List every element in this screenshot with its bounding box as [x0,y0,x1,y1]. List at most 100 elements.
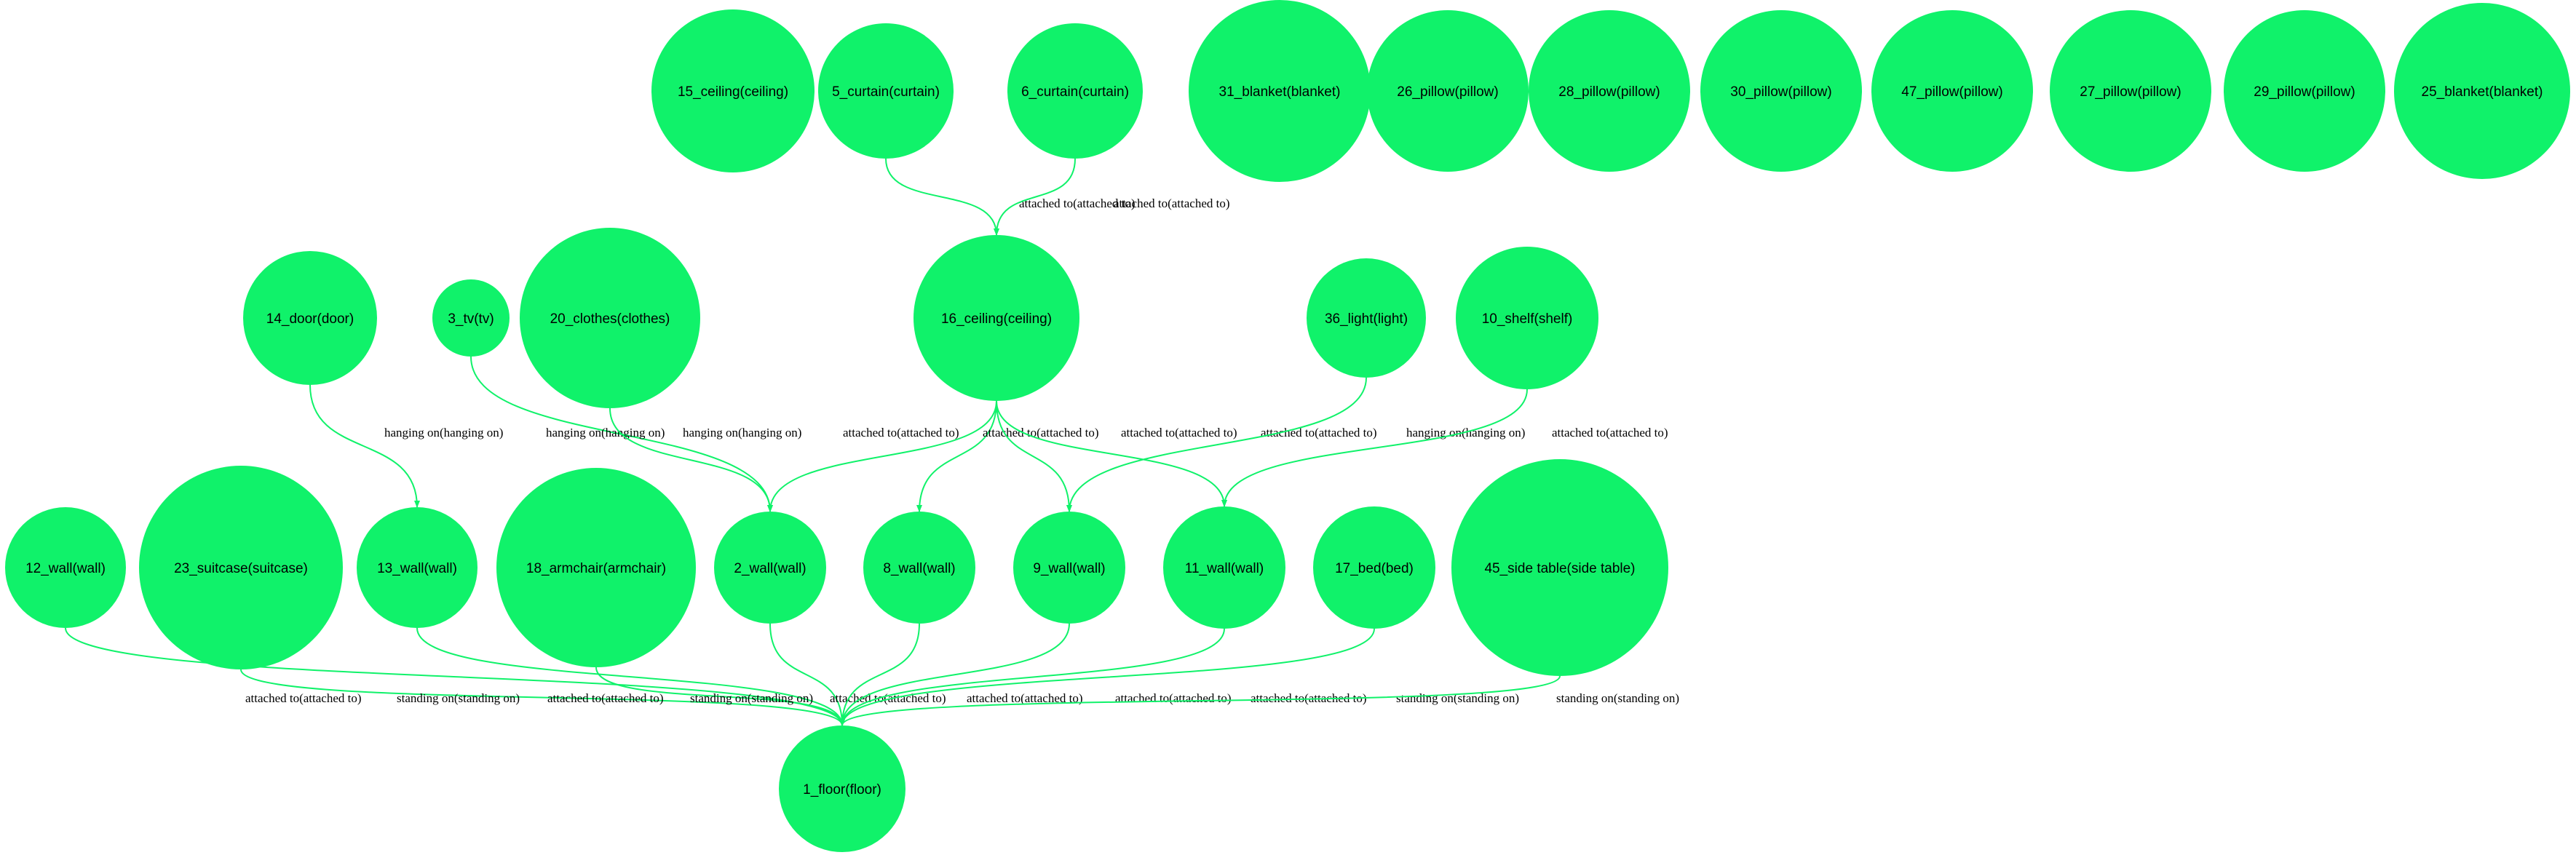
edge-6-to-16: attached to(attached to) [994,158,1230,236]
node-label: 13_wall(wall) [377,561,457,576]
node-label: 9_wall(wall) [1033,561,1105,576]
node-label: 25_blanket(blanket) [2422,84,2543,100]
edge-45-to-1: standing on(standing on) [839,675,1679,726]
node-30-pillow-pillow: 30_pillow(pillow) [1700,10,1862,172]
edge-label: attached to(attached to) [830,691,946,705]
node-13-wall-wall: 13_wall(wall) [357,507,477,628]
node-circle [2394,3,2570,179]
edge-line [839,628,1375,726]
edge-label: standing on(standing on) [397,691,520,705]
edge-label: attached to(attached to) [245,691,362,705]
edge-17-to-1: standing on(standing on) [839,628,1519,726]
edges-layer: attached to(attached to)attached to(atta… [65,158,1679,726]
node-label: 12_wall(wall) [25,561,106,576]
edge-23-to-1: standing on(standing on) [240,669,845,726]
node-circle [496,468,696,667]
node-3-tv-tv: 3_tv(tv) [432,279,510,357]
node-label: 31_blanket(blanket) [1219,84,1341,100]
edge-label: attached to(attached to) [1261,426,1377,440]
node-label: 45_side table(side table) [1484,561,1635,576]
node-circle [914,235,1079,401]
node-label: 27_pillow(pillow) [2080,84,2181,100]
edge-line [470,356,773,512]
node-label: 16_ceiling(ceiling) [941,311,1052,327]
edge-line [416,627,845,726]
edge-line [1066,377,1367,512]
edge-label: attached to(attached to) [967,691,1083,705]
edge-label: standing on(standing on) [1396,691,1519,705]
node-circle [1456,247,1598,389]
node-28-pillow-pillow: 28_pillow(pillow) [1529,10,1690,172]
edge-line [994,158,1076,236]
node-label: 1_floor(floor) [803,782,881,798]
node-circle [651,9,815,172]
node-label: 30_pillow(pillow) [1730,84,1831,100]
edge-line [996,400,1227,507]
node-circle [863,512,975,624]
node-circle [779,725,905,852]
node-10-shelf-shelf: 10_shelf(shelf) [1456,247,1598,389]
edge-8-to-1: attached to(attached to) [839,623,1083,726]
node-circle [5,507,126,628]
node-label: 23_suitcase(suitcase) [174,561,308,576]
node-9-wall-wall: 9_wall(wall) [1013,512,1125,624]
node-circle [139,466,343,669]
edge-label: attached to(attached to) [1121,426,1237,440]
edge-label: attached to(attached to) [843,426,959,440]
node-circle [1700,10,1862,172]
node-circle [2224,10,2385,172]
node-label: 29_pillow(pillow) [2254,84,2355,100]
edge-20-to-2: hanging on(hanging on) [609,407,801,512]
node-circle [432,279,510,357]
edge-11-to-1: attached to(attached to) [839,628,1367,726]
edge-line [595,667,845,726]
node-label: 26_pillow(pillow) [1397,84,1498,100]
edge-14-to-13: hanging on(hanging on) [309,384,503,508]
node-label: 2_wall(wall) [734,561,806,576]
node-15-ceiling-ceiling: 15_ceiling(ceiling) [651,9,815,172]
edge-label: standing on(standing on) [690,691,813,705]
node-8-wall-wall: 8_wall(wall) [863,512,975,624]
edge-line [916,400,997,512]
edge-line [767,400,997,512]
edge-18-to-1: standing on(standing on) [595,667,845,726]
edge-16-to-11: attached to(attached to) [996,400,1377,507]
edge-line [996,400,1072,512]
node-label: 10_shelf(shelf) [1482,311,1573,327]
node-1-floor-floor: 1_floor(floor) [779,725,905,852]
node-14-door-door: 14_door(door) [243,251,377,385]
edge-label: attached to(attached to) [1552,426,1668,440]
node-23-suitcase-suitcase: 23_suitcase(suitcase) [139,466,343,669]
node-label: 18_armchair(armchair) [526,561,666,576]
node-circle [2050,10,2211,172]
edge-label: attached to(attached to) [1114,196,1230,210]
node-label: 5_curtain(curtain) [832,84,940,100]
node-circle [714,512,826,624]
node-circle [1163,506,1285,629]
edge-line [839,628,1225,726]
node-47-pillow-pillow: 47_pillow(pillow) [1871,10,2033,172]
node-label: 28_pillow(pillow) [1558,84,1660,100]
node-label: 14_door(door) [266,311,354,327]
edge-label: hanging on(hanging on) [546,426,665,440]
node-circle [1529,10,1690,172]
edge-16-to-2: attached to(attached to) [767,400,997,512]
node-2-wall-wall: 2_wall(wall) [714,512,826,624]
edge-line [309,384,420,508]
edge-line [1221,389,1528,507]
edge-line [240,669,845,726]
node-27-pillow-pillow: 27_pillow(pillow) [2050,10,2211,172]
node-label: 47_pillow(pillow) [1901,84,2002,100]
edge-label: attached to(attached to) [1019,196,1136,210]
edge-line [609,407,773,512]
edge-label: attached to(attached to) [1115,691,1232,705]
edge-label: attached to(attached to) [983,426,1099,440]
node-17-bed-bed: 17_bed(bed) [1313,506,1435,629]
node-circle [1189,0,1371,182]
node-circle [1313,506,1435,629]
node-circle [243,251,377,385]
edge-line [769,623,845,726]
node-5-curtain-curtain: 5_curtain(curtain) [818,23,954,159]
node-circle [818,23,954,159]
